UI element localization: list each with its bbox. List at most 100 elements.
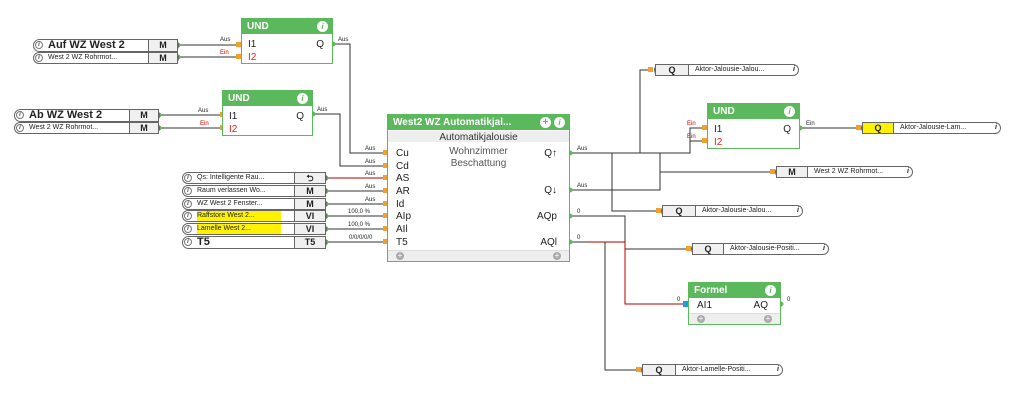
wire-label: Aus	[317, 107, 328, 113]
input-label: Raum verlassen Wo...	[197, 187, 266, 194]
input-raffstore[interactable]: i Raffstore West 2... VI	[182, 210, 327, 222]
add-output-icon[interactable]: +	[764, 314, 772, 323]
pin-ail: AIl	[396, 224, 408, 235]
add-input-icon[interactable]: +	[697, 314, 705, 323]
value-label: 0	[577, 209, 581, 215]
input-fenster[interactable]: i WZ West 2 Fenster... M	[182, 198, 327, 210]
info-icon[interactable]: i	[184, 238, 192, 246]
input-rohrmotor-1[interactable]: i West 2 WZ Rohrmot... M	[33, 52, 179, 64]
block-footer: + +	[388, 250, 569, 261]
output-type-tag: Q	[662, 205, 696, 217]
input-label: Qs: Intelligente Rau...	[197, 174, 265, 181]
input-raum-verlassen[interactable]: i Raum verlassen Wo... M	[182, 185, 327, 197]
input-type-tag: M	[148, 39, 178, 52]
pin-q: Q	[296, 111, 304, 122]
input-type-tag: M	[294, 185, 326, 197]
wire-label: Ein	[687, 134, 696, 140]
block-title: West2 WZ Automatikjal...	[388, 115, 569, 130]
info-icon[interactable]: i	[784, 106, 795, 117]
wire-label: Ein	[806, 121, 815, 127]
formel-block[interactable]: Formel i AI1 AQ + +	[688, 282, 781, 325]
output-aktor-jalousie-1[interactable]: Q Aktor-Jalousie-Jalou... i	[654, 64, 799, 76]
output-label: Aktor-Jalousie-Jalou...	[695, 66, 765, 73]
input-lamelle[interactable]: i Lamelle West 2... VI	[182, 223, 327, 235]
wire-label: Aus	[365, 184, 376, 190]
wire-label: Ein	[200, 121, 209, 127]
value-label: 0	[577, 235, 581, 241]
output-label: Aktor-Jalousie-Lam...	[900, 124, 967, 131]
info-icon[interactable]: i	[317, 21, 328, 32]
info-icon[interactable]: i	[765, 285, 776, 296]
input-ab-wz-west-2[interactable]: i Ab WZ West 2 M	[14, 109, 160, 122]
input-label: Ab WZ West 2	[29, 110, 103, 121]
info-icon[interactable]: i	[184, 174, 192, 182]
info-icon[interactable]: i	[297, 93, 308, 104]
add-input-icon[interactable]: +	[396, 251, 404, 260]
info-icon[interactable]: i	[35, 54, 43, 62]
wire-label: Aus	[365, 197, 376, 203]
info-icon[interactable]: i	[797, 207, 799, 214]
info-icon[interactable]: i	[184, 225, 192, 233]
info-icon[interactable]: i	[184, 212, 192, 220]
input-label: T5	[197, 237, 210, 248]
input-type-tag: T5	[294, 236, 326, 249]
und-block-1[interactable]: UND i I1 I2 Q	[241, 18, 333, 64]
block-category: Beschattung	[450, 158, 507, 169]
add-icon[interactable]: +	[540, 117, 551, 128]
wire-label: Aus	[338, 37, 349, 43]
input-type-tag: M	[129, 109, 159, 122]
input-type-tag: M	[148, 52, 178, 64]
pin-cu: Cu	[396, 148, 409, 159]
output-aktor-lamelle-position[interactable]: Q Aktor-Lamelle-Positi... i	[641, 364, 783, 376]
output-type-tag: Q	[655, 64, 689, 76]
pin-i2-negated: I2	[229, 124, 238, 135]
info-icon[interactable]: i	[554, 117, 565, 128]
pin-aqp: AQp	[536, 211, 557, 222]
output-aktor-jalousie-position[interactable]: Q Aktor-Jalousie-Positi... i	[691, 243, 829, 255]
output-label: Aktor-Jalousie-Positi...	[730, 245, 800, 252]
pin-aql: AQl	[540, 237, 557, 248]
input-label: Lamelle West 2...	[197, 224, 281, 234]
info-icon[interactable]: i	[907, 168, 909, 175]
output-label: Aktor-Jalousie-Jalou...	[702, 207, 772, 214]
und-block-2[interactable]: UND i I1 I2 Q	[222, 90, 313, 136]
pin-q: Q	[783, 124, 791, 135]
pin-as: AS	[396, 173, 410, 184]
wire-label: Ein	[220, 50, 229, 56]
input-type-tag: VI	[294, 223, 326, 235]
input-rohrmotor-2[interactable]: i West 2 WZ Rohrmot... M	[14, 122, 160, 134]
output-type-tag: Q	[692, 243, 724, 255]
wire-label: Aus	[220, 37, 231, 43]
info-icon[interactable]: i	[184, 200, 192, 208]
output-rohrmotor[interactable]: M West 2 WZ Rohrmot... i	[775, 166, 913, 178]
wire-label: Aus	[198, 108, 209, 114]
pin-q-down: Q↓	[544, 185, 557, 196]
block-footer: + +	[689, 313, 780, 324]
pin-ar: AR	[396, 186, 410, 197]
automatikjalousie-block[interactable]: West2 WZ Automatikjal... i + Automatikja…	[387, 114, 570, 262]
info-icon[interactable]: i	[793, 66, 795, 73]
value-label: 0	[787, 297, 791, 303]
info-icon[interactable]: i	[995, 124, 997, 131]
und-block-3[interactable]: UND i I1 I2 Q	[707, 103, 800, 149]
pin-t5: T5	[396, 237, 408, 248]
input-auf-wz-west-2[interactable]: i Auf WZ West 2 M	[33, 39, 179, 52]
info-icon[interactable]: i	[16, 124, 24, 132]
output-type-tag: Q	[642, 364, 676, 376]
input-t5[interactable]: i T5 T5	[182, 236, 327, 249]
block-title: Formel	[689, 283, 780, 298]
output-aktor-jalousie-2[interactable]: Q Aktor-Jalousie-Jalou... i	[661, 205, 803, 217]
pin-i1: I1	[229, 111, 238, 122]
wire-label: Ein	[687, 121, 696, 127]
add-output-icon[interactable]: +	[553, 251, 561, 260]
info-icon[interactable]: i	[184, 187, 192, 195]
info-icon[interactable]: i	[777, 366, 779, 373]
output-type-tag: M	[776, 166, 808, 178]
input-label: Raffstore West 2...	[197, 211, 281, 221]
input-qs-intelligente-raum[interactable]: i Qs: Intelligente Rau... ⮌	[182, 172, 327, 184]
info-icon[interactable]: i	[823, 245, 825, 252]
info-icon[interactable]: i	[16, 111, 24, 119]
output-aktor-jalousie-lamelle[interactable]: Q Aktor-Jalousie-Lam... i	[861, 122, 1001, 134]
info-icon[interactable]: i	[35, 41, 43, 49]
